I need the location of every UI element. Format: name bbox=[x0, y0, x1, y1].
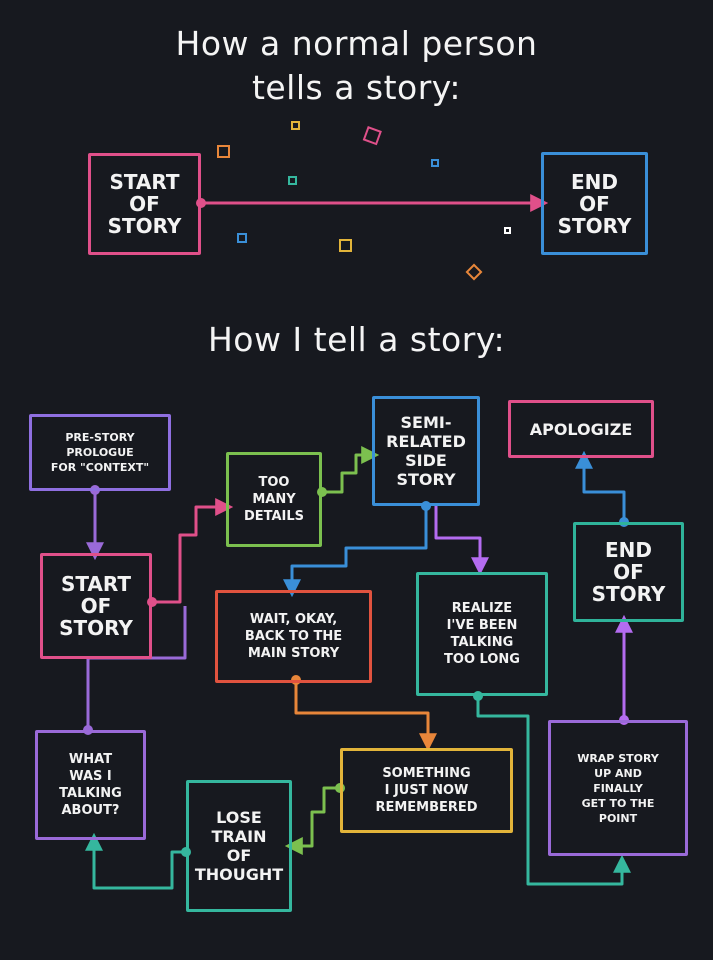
connector-end-to-apologize bbox=[575, 450, 629, 527]
normal-start-label: START OF STORY bbox=[107, 170, 182, 238]
lose-train-label: LOSE TRAIN OF THOUGHT bbox=[194, 808, 284, 884]
end-label: END OF STORY bbox=[591, 538, 666, 606]
something-remembered-box: SOMETHING I JUST NOW REMEMBERED bbox=[340, 748, 513, 833]
connector-prestory-to-start bbox=[86, 485, 104, 561]
connector-semi-to-realize bbox=[434, 506, 489, 576]
normal-end-box: END OF STORY bbox=[541, 152, 648, 255]
start-label: START OF STORY bbox=[59, 572, 133, 640]
what-was-i-talking-box: WHAT WAS I TALKING ABOUT? bbox=[35, 730, 146, 840]
prestory-label: PRE-STORY PROLOGUE FOR "CONTEXT" bbox=[50, 431, 150, 474]
end-box: END OF STORY bbox=[573, 522, 684, 622]
my-heading: How I tell a story: bbox=[0, 318, 713, 362]
normal-start-box: START OF STORY bbox=[88, 153, 201, 255]
connector-wait-to-something bbox=[291, 675, 437, 752]
semi-related-box: SEMI- RELATED SIDE STORY bbox=[372, 396, 480, 506]
realize-box: REALIZE I'VE BEEN TALKING TOO LONG bbox=[416, 572, 548, 696]
connector-wrap-to-end bbox=[615, 614, 633, 725]
normal-heading-text: How a normal person tells a story: bbox=[175, 24, 538, 107]
connector-details-to-semi bbox=[317, 446, 380, 497]
too-many-details-box: TOO MANY DETAILS bbox=[226, 452, 322, 547]
something-remembered-label: SOMETHING I JUST NOW REMEMBERED bbox=[375, 766, 478, 815]
connector-lose-to-what bbox=[85, 832, 191, 890]
back-to-main-label: WAIT, OKAY, BACK TO THE MAIN STORY bbox=[244, 612, 343, 661]
start-box: START OF STORY bbox=[40, 553, 152, 659]
lose-train-box: LOSE TRAIN OF THOUGHT bbox=[186, 780, 292, 912]
apologize-box: APOLOGIZE bbox=[508, 400, 654, 458]
connector-something-to-lose bbox=[284, 783, 345, 855]
wrap-story-box: WRAP STORY UP AND FINALLY GET TO THE POI… bbox=[548, 720, 688, 856]
wrap-story-label: WRAP STORY UP AND FINALLY GET TO THE POI… bbox=[577, 751, 659, 825]
what-was-i-talking-label: WHAT WAS I TALKING ABOUT? bbox=[59, 752, 122, 818]
back-to-main-box: WAIT, OKAY, BACK TO THE MAIN STORY bbox=[215, 590, 372, 683]
too-many-details-label: TOO MANY DETAILS bbox=[243, 475, 305, 524]
normal-end-label: END OF STORY bbox=[557, 169, 632, 238]
normal-story-arrow bbox=[196, 194, 549, 212]
confetti-decoration bbox=[217, 121, 511, 281]
semi-related-label: SEMI- RELATED SIDE STORY bbox=[386, 413, 466, 489]
normal-heading: How a normal person tells a story: bbox=[0, 22, 713, 110]
my-heading-text: How I tell a story: bbox=[207, 320, 506, 359]
apologize-label: APOLOGIZE bbox=[529, 419, 633, 439]
realize-label: REALIZE I'VE BEEN TALKING TOO LONG bbox=[444, 601, 520, 667]
prestory-box: PRE-STORY PROLOGUE FOR "CONTEXT" bbox=[29, 414, 171, 491]
